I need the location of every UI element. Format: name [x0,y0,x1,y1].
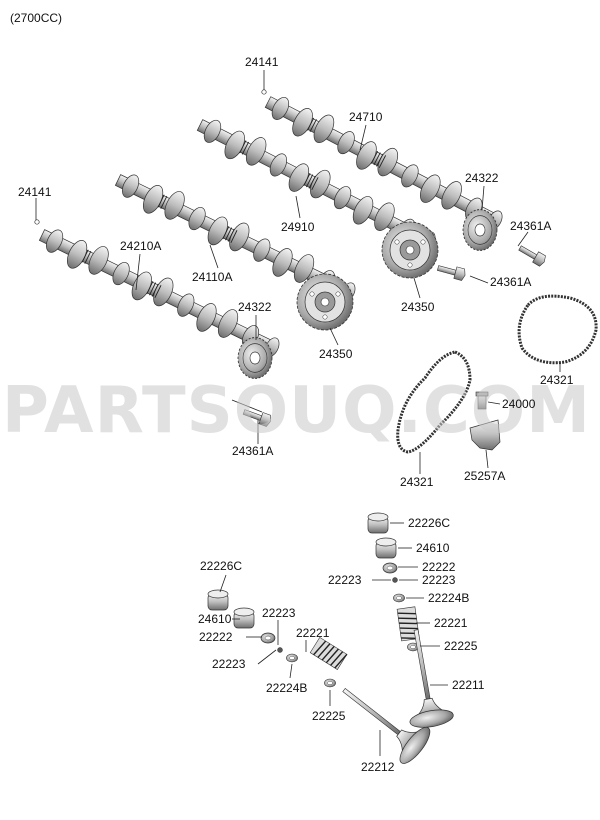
callout-labels: 24141 24141 24710 24322 24361A 24910 243… [18,55,574,774]
callout-24710: 24710 [349,110,383,124]
callout-24350-right: 24350 [401,300,435,314]
timing-chain-24321-bottom [396,350,472,454]
callout-22225-left: 22225 [312,709,346,723]
tensioner-24000 [475,391,489,410]
callout-24322-left: 24322 [238,300,272,314]
timing-chain-24321-right [517,294,598,365]
callout-22223-right-b: 22223 [422,573,456,587]
callout-24610-right: 24610 [416,541,450,555]
cvvt-24350-right [381,221,439,279]
callout-25257A: 25257A [464,469,505,483]
watermark-logo: PARTSOUQ.COM [2,374,591,448]
callout-24110A: 24110A [192,270,232,284]
valve-stack-left [207,589,436,769]
cvvt-24350-left [296,273,354,331]
callout-22221-right: 22221 [434,616,468,630]
callout-24361A-right: 24361A [510,219,551,233]
pin-icon-24141-top [261,89,267,95]
bolt-24361A-mid [436,261,467,282]
callout-22226C-right: 22226C [408,516,450,530]
callout-24210A: 24210A [120,239,161,253]
leader-lines [35,70,561,756]
callout-22223-right-a: 22223 [328,573,362,587]
callout-24610-left: 24610 [198,612,232,626]
callout-22226C-left: 22226C [200,559,242,573]
callout-24000: 24000 [502,397,536,411]
callout-24321-bottom: 24321 [400,475,434,489]
callout-24350-left: 24350 [319,347,353,361]
callout-22212: 22212 [361,760,395,774]
callout-24910: 24910 [281,220,315,234]
callout-22223-left-a: 22223 [262,606,296,620]
callout-22222-right: 22222 [422,560,456,574]
callout-22225-right: 22225 [444,639,478,653]
bolt-24361A-right [516,242,548,268]
engine-variant-label: (2700CC) [10,11,62,25]
callout-22223-left-b: 22223 [212,657,246,671]
chain-guide-25257A [469,419,501,451]
sprocket-24322-left [237,337,273,379]
callout-24361A-bottom: 24361A [232,444,273,458]
callout-22224B-left: 22224B [266,681,307,695]
callout-24322-right: 24322 [465,171,499,185]
callout-24141-top: 24141 [245,55,279,69]
callout-22221-left: 22221 [296,626,330,640]
callout-24321-right: 24321 [540,373,574,387]
valve-stack-right [367,512,456,731]
sprocket-24322-right [462,209,498,251]
callout-22222-left: 22222 [199,630,233,644]
callout-22224B-right: 22224B [428,591,469,605]
callout-22211: 22211 [452,678,485,692]
callout-24141-left: 24141 [18,185,52,199]
pin-icon-24141-left [34,219,40,225]
callout-24361A-mid: 24361A [490,275,531,289]
